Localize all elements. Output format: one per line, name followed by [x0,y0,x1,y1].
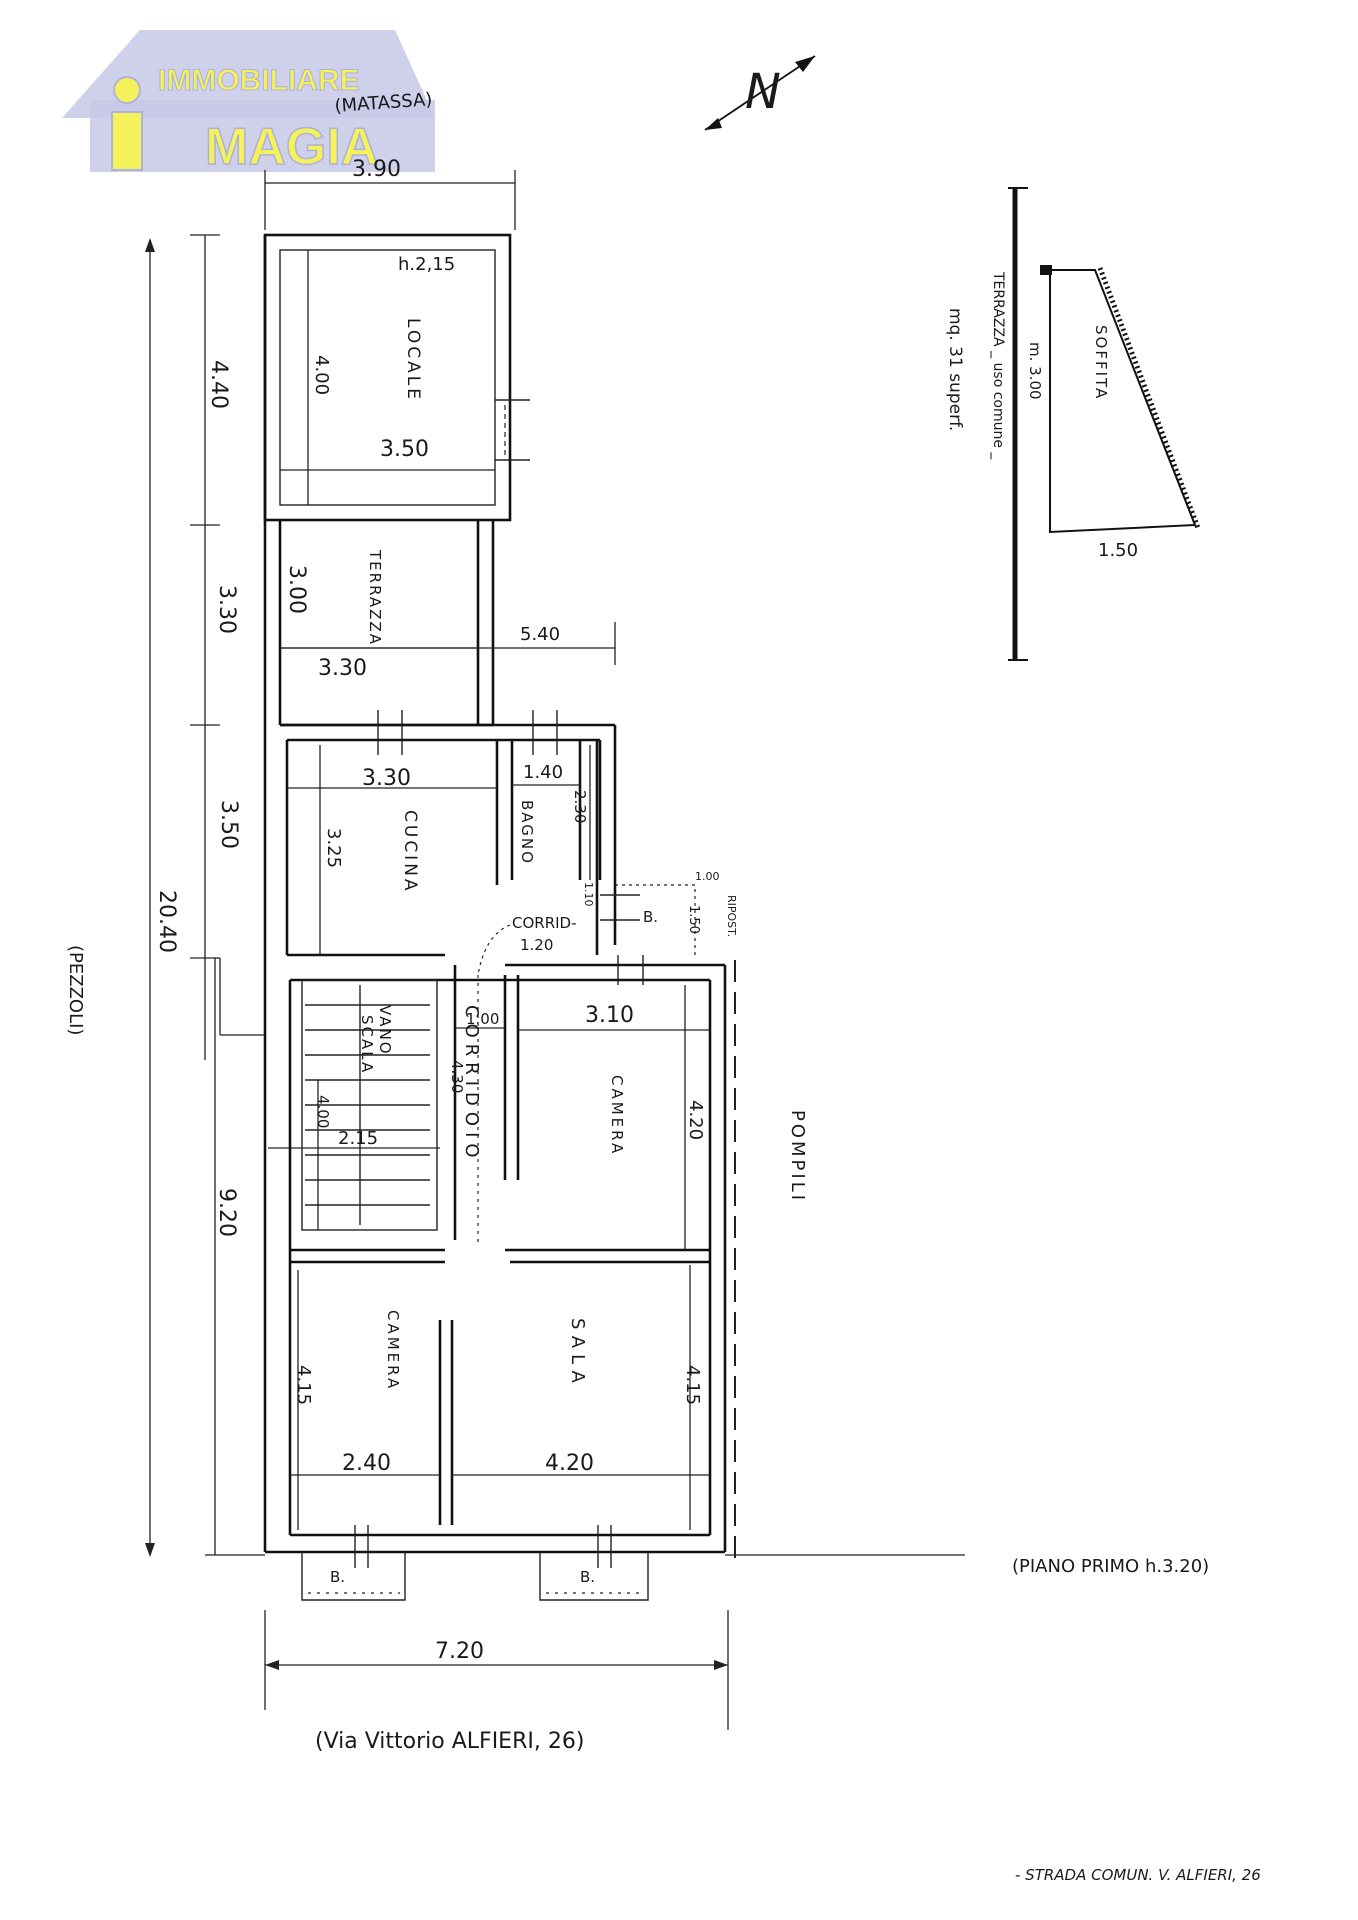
dim-sala-width: 4.20 [545,1451,594,1476]
dimension-top-width: 3.90 [264,157,516,230]
outer-walls [263,233,736,1560]
terrace-note-1: TERRAZZA _ uso comune _ [990,271,1006,460]
dim-total-depth: 20.40 [154,890,179,953]
stair-treads [305,985,430,1225]
dim-camera-depth: 4.20 [685,1100,706,1140]
balconies: B. B. [301,1552,649,1601]
footer-street: - STRADA COMUN. V. ALFIERI, 26 [1015,1866,1261,1884]
room-vano-scala: VANO SCALA 4.00 2.15 [268,1005,440,1230]
dim-camera-width: 3.10 [585,1003,634,1028]
section-soffitta: TERRAZZA _ uso comune _ mq. 31 superf. m… [945,187,1201,661]
dim-corridor-width: 1.00 [466,1010,499,1028]
vano-scala-name2: SCALA [358,1015,376,1074]
corridoio-short-name: CORRID- [512,914,577,932]
neighbor-left: (PEZZOLI) [65,945,86,1035]
logo-line1: IMMOBILIARE [158,64,360,97]
camera-1-name: CAMERA [608,1075,626,1156]
locale-height: h.2,15 [398,254,455,275]
logo-line2: MAGIA [205,118,378,176]
bagno-name: BAGNO [518,800,536,865]
sala-name: SALA [567,1318,588,1389]
dim-terrazza-depth: 3.00 [284,565,309,614]
room-locale: h.2,15 LOCALE 4.00 3.50 [280,250,495,505]
north-label: N [745,64,781,120]
terrace-note-2: mq. 31 superf. [945,308,965,431]
dim-camera2-depth: 4.15 [293,1365,314,1405]
dim-stair-depth: 4.00 [314,1095,332,1128]
dim-terrazza-ext: 5.40 [520,624,560,645]
dim-sala-depth: 4.15 [682,1365,703,1405]
left-dimensions: 20.40 4.40 3.30 3.50 9.20 [145,234,265,1557]
dim-stair-width: 2.15 [338,1128,378,1149]
dim-total-width: 7.20 [435,1639,484,1664]
bagno-balcony: B. [643,908,658,926]
riposto: RIPOST. 1.00 1.50 B. [615,870,738,955]
logo: IMMOBILIARE MAGIA [62,30,435,177]
room-corridoio: 1.00 CORRIDOIO 4.30 [448,975,505,1245]
room-cucina: 3.30 3.25 CUCINA [287,745,497,955]
room-camera-2: CAMERA 4.15 2.40 [290,1270,440,1530]
dim-locale-width: 3.50 [380,437,429,462]
vano-scala-name1: VANO [376,1005,394,1056]
riposto-d: 1.50 [686,905,701,934]
room-camera-1: 3.10 CAMERA 4.20 [518,985,710,1250]
dim-top-width: 3.90 [352,157,401,182]
section-label: SOFFITA [1092,325,1110,400]
riposto-w: 1.00 [695,870,720,883]
interior-walls [290,740,710,1525]
camera-2-name: CAMERA [384,1310,402,1391]
openings [354,399,644,1568]
dim-bagno-small: 1.10 [582,882,595,907]
dim-cucina-depth: 3.25 [323,828,344,868]
dim-locale-depth: 4.00 [311,355,332,395]
dim-front-block: 9.20 [214,1188,239,1237]
cucina-name: CUCINA [400,810,420,894]
dimension-total-width: 7.20 [264,1554,965,1730]
balcony-label-2: B. [580,1568,595,1586]
dim-cucina-left: 3.50 [216,800,241,849]
room-corridoio-short: CORRID- 1.20 [477,914,577,976]
section-height: m. 3.00 [1026,342,1044,400]
room-sala: SALA 4.20 4.15 [452,1265,710,1530]
dim-terrazza-width: 3.30 [318,656,367,681]
dim-cucina-width: 3.30 [362,766,411,791]
north-arrow-icon: N [704,55,816,131]
corridoio-name: CORRIDOIO [461,1005,482,1164]
dim-camera2-width: 2.40 [342,1451,391,1476]
dim-corridor-length: 4.30 [448,1060,466,1093]
terrazza-name: TERRAZZA [366,549,384,646]
dim-locale-left: 4.40 [206,360,231,409]
dim-bagno-depth: 2.30 [571,790,589,823]
neighbor-right: POMPILI [787,1110,808,1203]
corridoio-short-width: 1.20 [520,936,553,954]
address: (Via Vittorio ALFIERI, 26) [315,1729,584,1754]
floor-note: (PIANO PRIMO h.3.20) [1012,1556,1209,1577]
room-terrazza: TERRAZZA 3.00 3.30 5.40 [280,549,616,681]
riposto-label: RIPOST. [725,895,738,937]
locale-name: LOCALE [403,318,423,402]
section-width: 1.50 [1098,540,1138,561]
room-bagno: 1.40 BAGNO 2.30 1.10 [512,745,595,907]
balcony-label-1: B. [330,1568,345,1586]
dim-bagno-width: 1.40 [523,762,563,783]
dim-terrazza-left: 3.30 [214,585,239,634]
